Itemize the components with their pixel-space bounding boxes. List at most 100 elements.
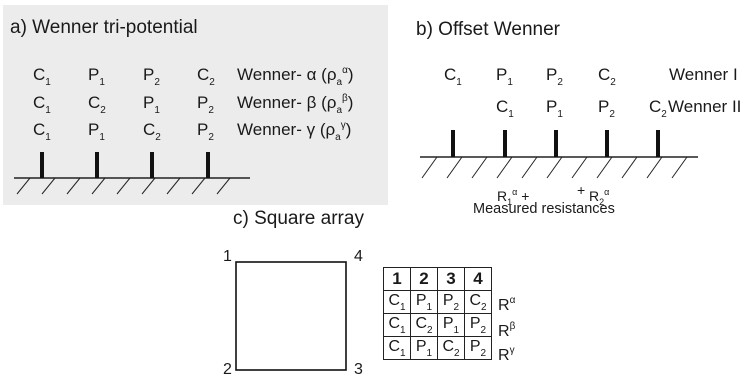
electrode-letter: C [649,97,662,116]
electrode-index: 2 [208,105,214,116]
electrode-letter: C [388,314,400,332]
electrode-label: P1 [88,66,105,88]
electrode-label: C1 [496,98,514,120]
electrode-index: 2 [454,347,460,359]
electrode-letter: C [469,291,481,309]
electrode-label: P2 [143,66,160,88]
electrode-letter: P [415,291,427,309]
resistance-label: Rγ [498,346,515,364]
electrode-index: 2 [208,132,214,143]
resistance-symbol: R [498,297,510,314]
electrode-index: 1 [99,77,105,88]
r2-plus: + [577,182,586,198]
electrode-index: 2 [209,77,215,88]
electrode-label: P1 [88,121,105,143]
electrode-letter: P [546,97,558,116]
electrode-index: 1 [456,77,462,88]
electrode-letter: C [197,65,210,84]
wenner-config-label: Wenner- α (ρaα) [237,66,354,88]
resistance-label: Rβ [498,322,515,340]
electrode-index: 1 [426,347,433,359]
electrode-index: 1 [154,105,160,116]
electrode-label: P2 [197,121,214,143]
electrode-index: 1 [453,324,460,336]
electrode-letter: P [598,97,610,116]
panel-a-ground-hatch [16,177,231,195]
panel-b-electrodes [451,130,660,157]
electrode-index: 2 [154,77,160,88]
electrode-index: 1 [45,77,51,88]
electrode-label: C2 [143,121,161,143]
electrode-index: 1 [557,109,563,120]
electrode-letter: P [143,93,155,112]
table-cell: P1 [410,336,438,360]
electrode-letter: C [415,314,427,332]
electrode-label: P2 [598,98,615,120]
electrode-index: 1 [45,105,51,116]
electrode-index: 2 [610,77,616,88]
electrode-index: 2 [480,347,487,359]
rho-subscript: a [335,132,341,143]
electrode-letter: P [197,93,209,112]
table-cell: C1 [383,313,411,337]
electrode-letter: C [388,337,400,355]
corner-label-4: 4 [354,248,363,265]
panel-c-title: c) Square array [233,208,364,229]
panel-a-title: a) Wenner tri-potential [10,17,198,38]
electrode-letter: C [598,65,611,84]
rho-superscript: γ [340,120,346,131]
electrode-label: P2 [197,94,214,116]
electrode-letter: P [197,120,209,139]
config-name: Wenner- α (ρ [237,65,337,84]
close-paren: ) [347,93,354,112]
electrode-label: C2 [598,66,616,88]
electrode-index: 1 [400,324,406,336]
electrode-letter: C [442,337,454,355]
electrode-letter: P [88,65,100,84]
electrode-letter: C [143,120,156,139]
rho-superscript: α [342,65,348,76]
electrode-index: 1 [508,109,514,120]
config-name: Wenner- γ (ρ [237,120,336,139]
electrode-index: 1 [426,301,433,313]
electrode-index: 2 [100,105,106,116]
config-name: Wenner- β (ρ [237,93,337,112]
electrode-label: C1 [33,66,51,88]
electrode-index: 2 [609,109,615,120]
resistance-symbol: R [498,323,510,340]
electrode-index: 2 [557,77,563,88]
table-cell: P2 [464,336,492,360]
electrode-letter: C [496,97,509,116]
rho-superscript: β [342,93,348,104]
electrode-label: C1 [33,121,51,143]
electrode-index: 2 [661,109,667,120]
measured-resistances-label: Measured resistances [473,201,615,217]
electrode-letter: C [33,120,46,139]
electrode-letter: P [546,65,558,84]
wenner-config-label: Wenner I [669,65,738,84]
corner-label-1: 1 [223,248,232,265]
resistance-symbol: R [498,347,510,364]
electrode-letter: P [442,314,454,332]
wenner-config-label: Wenner- γ (ρaγ) [237,121,351,143]
electrode-label: C2 [197,66,215,88]
square-array-outline [235,261,347,371]
r2-label: R2α [589,187,610,207]
table-cell: C1 [383,336,411,360]
electrode-index: 1 [45,132,51,143]
electrode-label: C2 [649,98,667,120]
table-cell: C1 [383,290,411,314]
panel-b-title: b) Offset Wenner [416,19,560,40]
electrode-index: 2 [453,301,460,313]
rho-subscript: a [336,77,343,88]
electrode-letter: P [88,120,100,139]
resistance-label: Rα [498,296,515,314]
electrode-label: P1 [496,66,513,88]
panel-b-ground-hatch [421,156,688,179]
wenner-config-label: Wenner II [668,97,742,116]
electrode-label: C2 [88,94,106,116]
